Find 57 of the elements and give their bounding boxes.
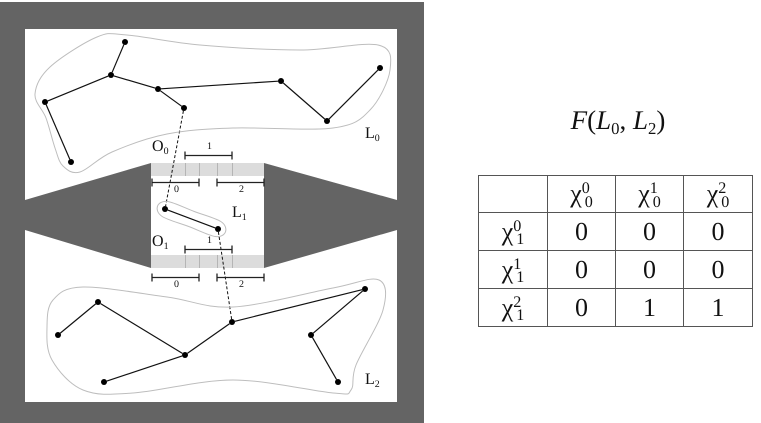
interval-number: 0 bbox=[174, 185, 179, 195]
tree-edge bbox=[168, 210, 216, 228]
vertex-dot bbox=[229, 319, 235, 325]
tree-edge bbox=[112, 44, 124, 72]
vertex-dot bbox=[95, 299, 101, 305]
vertex-dot bbox=[155, 86, 161, 92]
value-cell: 0 bbox=[684, 250, 752, 288]
tree-edge bbox=[187, 323, 230, 354]
value-cell: 1 bbox=[616, 288, 684, 326]
vertex-dot bbox=[162, 206, 168, 212]
value-cell: 0 bbox=[548, 288, 616, 326]
tree-edge bbox=[312, 290, 364, 334]
vertex-dot bbox=[122, 39, 128, 45]
value-cell: 0 bbox=[684, 212, 752, 250]
vertex-dot bbox=[308, 332, 314, 338]
region-label: L$_{0}$ bbox=[365, 125, 380, 143]
interval-number: 1 bbox=[207, 142, 212, 152]
vertex-dot bbox=[278, 78, 284, 84]
tree-edge bbox=[100, 303, 183, 354]
tree-edge bbox=[328, 70, 378, 120]
tree-edge bbox=[106, 355, 182, 382]
vertex-dot bbox=[377, 65, 383, 71]
tree-edge bbox=[160, 90, 182, 107]
interval-number: 2 bbox=[239, 185, 244, 195]
vertex-dot bbox=[108, 72, 114, 78]
vertex-dot bbox=[101, 379, 107, 385]
vertex-dot bbox=[362, 286, 368, 292]
vertex-dot bbox=[324, 118, 330, 124]
value-cell: 0 bbox=[616, 212, 684, 250]
vertex-dot bbox=[55, 332, 61, 338]
strip-label: O$_{1}$ bbox=[152, 233, 169, 251]
value-cell: 0 bbox=[548, 250, 616, 288]
formula-title: F(L$_{0}$, L$_{2}$) bbox=[570, 104, 666, 136]
vertex-dot bbox=[42, 99, 48, 105]
value-cell: 0 bbox=[548, 212, 616, 250]
value-cell: 1 bbox=[684, 288, 752, 326]
vertex-dot bbox=[182, 352, 188, 358]
interval-number: 0 bbox=[174, 280, 179, 290]
tree-edge bbox=[48, 76, 108, 102]
tree-edge bbox=[114, 75, 156, 89]
tree-edge bbox=[46, 104, 70, 160]
strip-label: O$_{0}$ bbox=[152, 138, 169, 156]
tree-edge bbox=[282, 82, 326, 120]
region-label: L$_{1}$ bbox=[232, 204, 247, 222]
value-cell: 0 bbox=[616, 250, 684, 288]
tree-edge bbox=[234, 289, 362, 322]
vertex-dot bbox=[181, 105, 187, 111]
dashed-link bbox=[218, 232, 232, 320]
region-label: L$_{2}$ bbox=[365, 371, 380, 389]
tree-edge bbox=[160, 80, 278, 90]
vertex-dot bbox=[335, 379, 341, 385]
dashed-link bbox=[165, 110, 184, 207]
vertex-dot bbox=[68, 159, 74, 165]
tree-edge bbox=[60, 303, 96, 334]
interval-number: 2 bbox=[239, 280, 244, 290]
vertex-dot bbox=[215, 226, 221, 232]
interval-number: 1 bbox=[207, 236, 212, 246]
